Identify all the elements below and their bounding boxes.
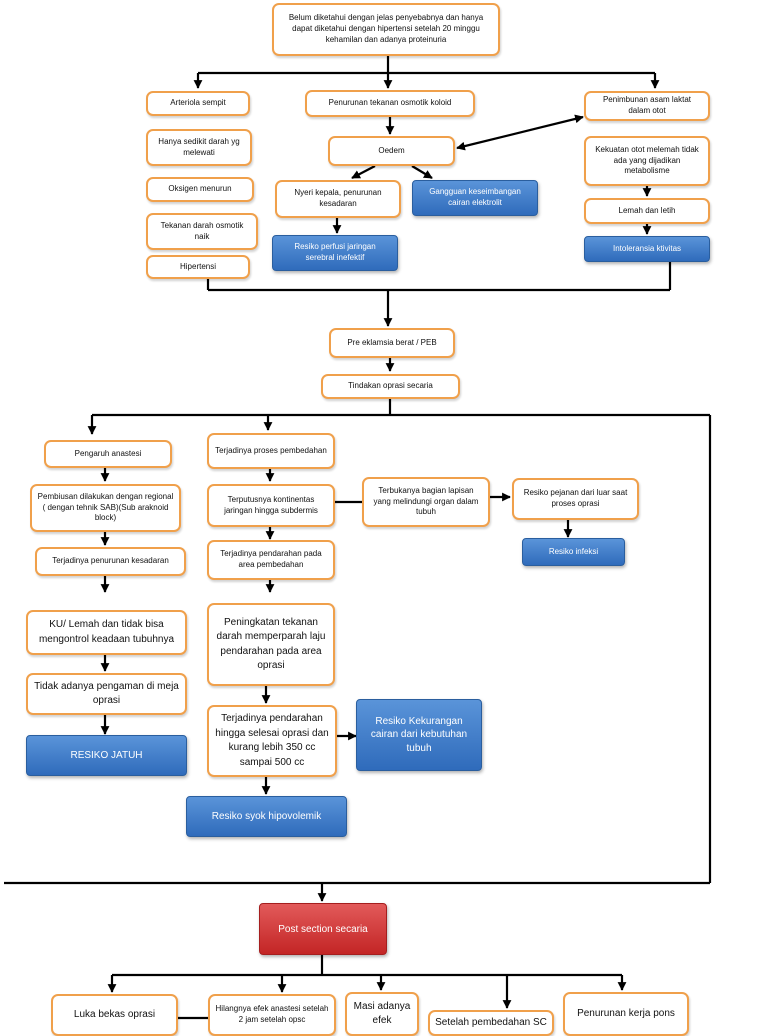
node-penurunan-tekanan-osmotik: Penurunan tekanan osmotik koloid <box>305 90 475 117</box>
diagnosis-resiko-infeksi: Resiko infeksi <box>522 538 625 566</box>
node-masi-ada-efek: Masi adanya efek <box>345 992 419 1036</box>
node-proses-pembedahan: Terjadinya proses pembedahan <box>207 433 335 469</box>
node-pembiusan-regional: Pembiusan dilakukan dengan regional ( de… <box>30 484 181 532</box>
diagnosis-syok-hipovolemik: Resiko syok hipovolemik <box>186 796 347 837</box>
node-peningkatan-tekanan: Peningkatan tekanan darah memperparah la… <box>207 603 335 686</box>
node-cause-unknown: Belum diketahui dengan jelas penyebabnya… <box>272 3 500 56</box>
node-tekanan-darah-osmotik: Tekanan darah osmotik naik <box>146 213 258 250</box>
node-peb: Pre eklamsia berat / PEB <box>329 328 455 358</box>
diagnosis-perfusi-serebral: Resiko perfusi jaringan serebral inefekt… <box>272 235 398 271</box>
node-penimbunan-asam-laktat: Penimbunan asam laktat dalam otot <box>584 91 710 121</box>
node-nyeri-kepala: Nyeri kepala, penurunan kesadaran <box>275 180 401 218</box>
diagnosis-gangguan-elektrolit: Gangguan keseimbangan cairan elektrolit <box>412 180 538 216</box>
node-hipertensi: Hipertensi <box>146 255 250 279</box>
node-terbukanya-lapisan: Terbukanya bagian lapisan yang melindung… <box>362 477 490 527</box>
diagnosis-resiko-jatuh: RESIKO JATUH <box>26 735 187 776</box>
node-tidak-ada-pengaman: Tidak adanya pengaman di meja oprasi <box>26 673 187 715</box>
node-arteriola-sempit: Arteriola sempit <box>146 91 250 116</box>
node-pendarahan-selesai: Terjadinya pendarahan hingga selesai opr… <box>207 705 337 777</box>
node-ku-lemah: KU/ Lemah dan tidak bisa mengontrol kead… <box>26 610 187 655</box>
node-pendarahan-area: Terjadinya pendarahan pada area pembedah… <box>207 540 335 580</box>
node-luka-bekas-oprasi: Luka bekas oprasi <box>51 994 178 1036</box>
node-kekuatan-otot: Kekuatan otot melemah tidak ada yang dij… <box>584 136 710 186</box>
node-sedikit-darah: Hanya sedikit darah yg melewati <box>146 129 252 166</box>
node-post-section: Post section secaria <box>259 903 387 955</box>
node-hilangnya-efek: Hilangnya efek anastesi setelah 2 jam se… <box>208 994 336 1036</box>
node-oksigen-menurun: Oksigen menurun <box>146 177 254 202</box>
node-tindakan-oprasi: Tindakan oprasi secaria <box>321 374 460 399</box>
node-resiko-pejanan: Resiko pejanan dari luar saat proses opr… <box>512 478 639 520</box>
node-setelah-pembedahan: Setelah pembedahan SC <box>428 1010 554 1036</box>
node-penurunan-kerja-pons: Penurunan kerja pons <box>563 992 689 1036</box>
node-terputusnya-kontinentas: Terputusnya kontinentas jaringan hingga … <box>207 484 335 527</box>
node-penurunan-kesadaran: Terjadinya penurunan kesadaran <box>35 547 186 576</box>
node-oedem: Oedem <box>328 136 455 166</box>
diagnosis-kekurangan-cairan: Resiko Kekurangan cairan dari kebutuhan … <box>356 699 482 771</box>
node-lemah-letih: Lemah dan letih <box>584 198 710 224</box>
diagnosis-intoleransi-aktivitas: Intoleransia ktivitas <box>584 236 710 262</box>
node-pengaruh-anastesi: Pengaruh anastesi <box>44 440 172 468</box>
